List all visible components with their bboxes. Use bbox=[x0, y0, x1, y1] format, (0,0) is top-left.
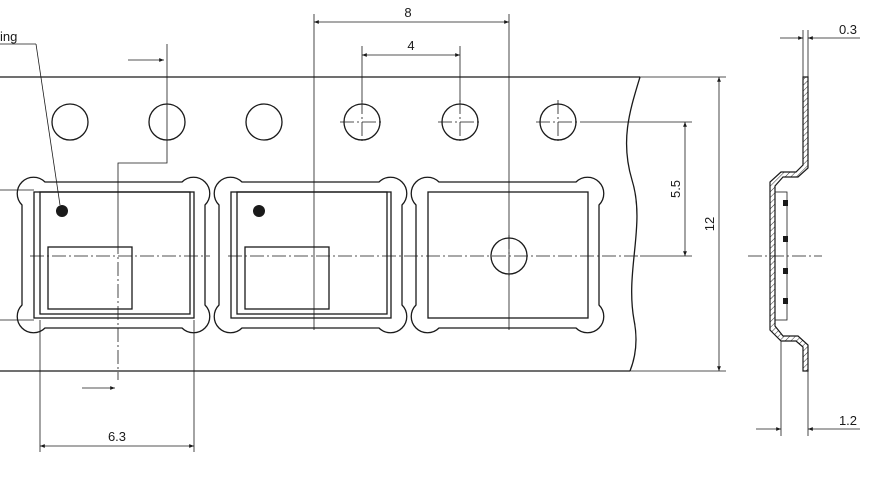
pocket-3-empty bbox=[410, 176, 605, 334]
centerlines bbox=[30, 235, 640, 380]
dim-label-hole-spacing: 4 bbox=[407, 38, 414, 53]
side-section-view bbox=[748, 76, 822, 372]
tape-outline bbox=[0, 76, 641, 372]
left-extension-lines bbox=[0, 189, 34, 321]
offset-leader bbox=[82, 44, 168, 390]
pocket-2 bbox=[213, 176, 408, 334]
dim-cavity-width bbox=[39, 320, 195, 452]
dim-center-offset bbox=[580, 121, 692, 257]
dim-label-tape-width: 12 bbox=[702, 217, 717, 231]
pocket-1 bbox=[16, 176, 211, 334]
dim-label-cavity-depth: 1.2 bbox=[839, 413, 857, 428]
dim-label-center-offset: 5.5 bbox=[668, 180, 683, 198]
dim-hole-spacing bbox=[361, 46, 461, 102]
pin1-marker-icon bbox=[253, 205, 265, 217]
dim-sprocket-pitch bbox=[313, 14, 510, 330]
callout-label: ing bbox=[0, 29, 17, 44]
dim-label-tape-thickness: 0.3 bbox=[839, 22, 857, 37]
callout-leader bbox=[0, 43, 61, 206]
dim-tape-thickness bbox=[780, 30, 860, 77]
dim-label-pitch: 8 bbox=[404, 5, 411, 20]
dim-cavity-depth bbox=[756, 341, 860, 436]
dim-label-cavity-width: 6.3 bbox=[108, 429, 126, 444]
dim-tape-width bbox=[630, 76, 726, 372]
sprocket-holes bbox=[51, 100, 580, 144]
pin1-marker-icon bbox=[56, 205, 68, 217]
